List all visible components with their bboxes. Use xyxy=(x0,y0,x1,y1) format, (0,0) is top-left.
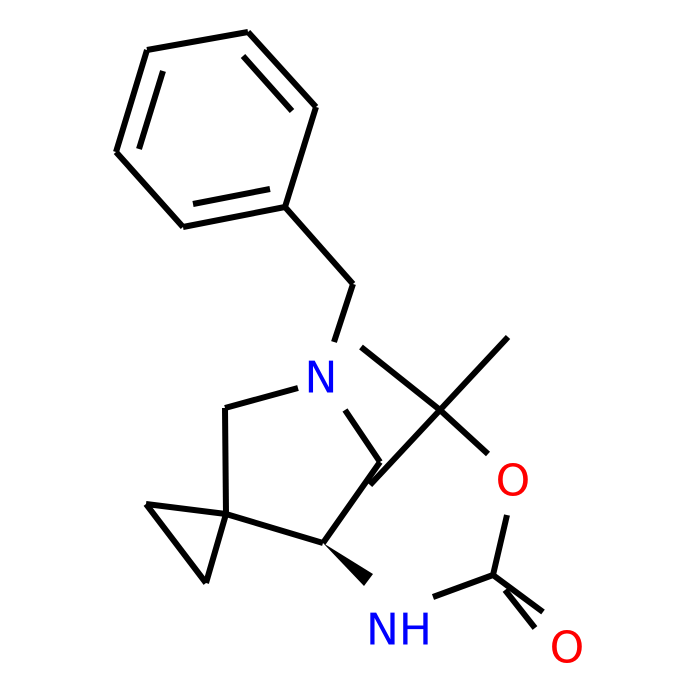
bond xyxy=(367,407,443,488)
bond xyxy=(145,501,227,517)
bond xyxy=(113,150,186,229)
bond xyxy=(113,49,150,153)
bond xyxy=(282,205,356,286)
tert-butyl-group xyxy=(359,334,511,488)
nh-atom-label: NH xyxy=(366,605,432,656)
bond xyxy=(224,385,299,411)
benzene-ring xyxy=(113,29,319,230)
bond xyxy=(245,29,319,110)
bond xyxy=(182,204,286,230)
bond xyxy=(490,514,510,576)
aromatic-inner-bond xyxy=(240,54,295,113)
bond xyxy=(502,588,538,630)
bond xyxy=(431,572,495,600)
bond xyxy=(225,511,324,546)
oxygen-atom-label: O xyxy=(496,456,531,507)
bond xyxy=(437,407,491,457)
pyrrolidine-ring xyxy=(222,385,383,546)
wedge-bond xyxy=(323,543,373,586)
bond xyxy=(342,408,383,464)
bond xyxy=(222,407,229,515)
carbamate-group xyxy=(431,514,545,630)
bond xyxy=(282,106,319,208)
bond xyxy=(203,513,229,584)
nitrogen-atom-label: N xyxy=(305,353,338,404)
bond xyxy=(320,460,383,545)
aromatic-inner-bond xyxy=(192,186,271,207)
bond xyxy=(146,29,249,53)
bond xyxy=(331,283,356,343)
bond xyxy=(359,344,442,413)
carbonyl-oxygen-label: O xyxy=(550,623,585,674)
cyclopropane-ring xyxy=(143,501,229,585)
bond xyxy=(491,572,545,615)
bond xyxy=(143,502,209,585)
bond xyxy=(437,334,511,413)
aromatic-inner-bond xyxy=(136,70,166,150)
